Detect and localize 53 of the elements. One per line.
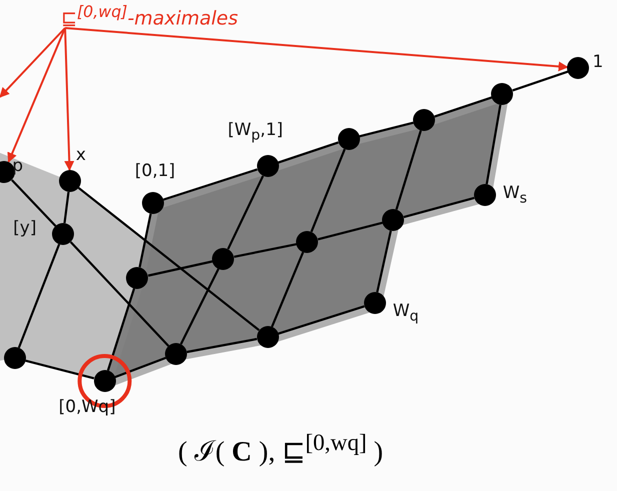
lattice-point	[94, 370, 116, 392]
arrow	[65, 27, 568, 72]
node-label: W$_{s}$	[502, 185, 528, 206]
connector-line	[376, 230, 392, 292]
arrow	[64, 28, 74, 171]
connector-line	[78, 186, 260, 332]
lattice-point	[491, 83, 514, 105]
lattice-point	[256, 155, 279, 177]
node-label: W$_{q}$	[392, 303, 419, 324]
connector-line	[148, 260, 213, 277]
lattice-point	[413, 109, 436, 131]
lattice-point	[52, 223, 74, 245]
node-label: [W$_{p}$,1]	[228, 122, 284, 143]
connector-line	[434, 96, 492, 118]
connector-line	[70, 241, 170, 347]
connector-line	[486, 104, 502, 184]
connector-line	[227, 175, 264, 250]
connector-line	[278, 305, 365, 335]
connector-line	[106, 288, 136, 371]
lattice-point	[142, 192, 164, 214]
node-label: [0,Wq]	[58, 399, 116, 416]
connector-line	[359, 122, 414, 138]
lattice-point	[338, 128, 360, 150]
caption: ( ℐ( C ), ⊑$^{[0,wq]}$ )	[178, 432, 384, 466]
node-label: 1	[592, 54, 604, 71]
lattice-point	[126, 267, 148, 289]
connector-line	[318, 222, 383, 240]
lattice-point	[567, 57, 590, 79]
arrow	[0, 27, 66, 98]
annotation-label: ⊑$^{[0,wq]}$-maximales	[61, 4, 238, 28]
lattice-point	[0, 161, 16, 183]
node-label: [y]	[13, 220, 36, 237]
connector-line	[234, 243, 297, 258]
connector-line	[270, 252, 304, 328]
connector-line	[25, 360, 94, 380]
connector-line	[186, 338, 258, 354]
node-label: p	[12, 158, 24, 175]
connector-line	[11, 179, 56, 227]
connector-line	[18, 244, 60, 348]
connector-line	[310, 148, 346, 232]
connector-line	[63, 192, 70, 224]
node-label: x	[76, 147, 86, 164]
connector-line	[163, 168, 258, 201]
connector-line	[404, 196, 475, 218]
lattice-point	[58, 170, 81, 192]
lattice-point	[4, 347, 26, 369]
connector-line	[114, 356, 166, 378]
node-label: [0,1]	[134, 163, 176, 180]
connector-line	[395, 130, 422, 210]
connector-line	[138, 214, 152, 268]
connector-line	[512, 70, 568, 92]
connector-line	[180, 268, 220, 345]
connector-line	[278, 141, 339, 164]
